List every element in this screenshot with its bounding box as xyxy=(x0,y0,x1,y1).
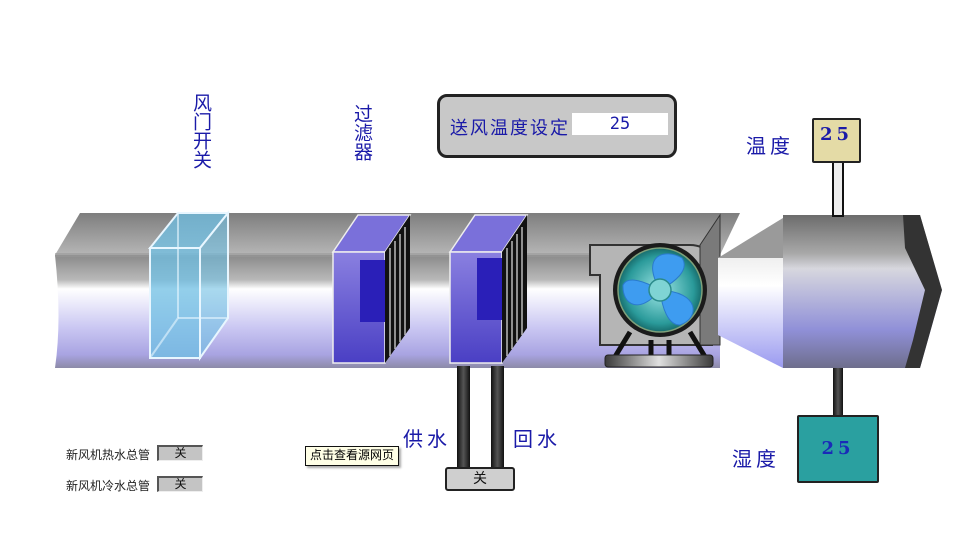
supply-temp-setpoint-panel: 送风温度设定 25 xyxy=(437,94,677,158)
cold-water-main-status[interactable]: 关 xyxy=(157,476,203,492)
humidity-label: 湿度 xyxy=(732,447,780,471)
damper-label: 风门开关 xyxy=(188,93,212,176)
water-valve-button[interactable]: 关 xyxy=(445,467,515,491)
filter-1 xyxy=(331,214,412,364)
water-pipes xyxy=(457,366,504,469)
setpoint-input[interactable]: 25 xyxy=(572,113,668,135)
return-water-label: 回水 xyxy=(513,427,561,451)
damper-label-text: 风门开关 xyxy=(190,93,212,169)
coil-filter xyxy=(448,214,529,364)
temperature-sensor-stem xyxy=(832,161,844,217)
hot-water-main-label: 新风机热水总管 xyxy=(66,448,151,462)
filter-label-text: 过滤器 xyxy=(351,104,373,161)
fan-assembly xyxy=(589,213,721,368)
humidity-display: 25 xyxy=(797,415,879,483)
setpoint-label: 送风温度设定 xyxy=(450,118,570,139)
supply-water-label: 供水 xyxy=(403,427,451,451)
humidity-sensor-stem xyxy=(833,368,843,416)
temperature-label: 温度 xyxy=(746,134,794,158)
hot-water-main-status[interactable]: 关 xyxy=(157,445,203,461)
outlet-section xyxy=(718,215,942,368)
filter-label: 过滤器 xyxy=(349,104,373,168)
damper-box xyxy=(147,210,231,362)
temperature-display: 25 xyxy=(812,118,861,163)
view-source-link[interactable]: 点击查看源网页 xyxy=(305,446,400,466)
cold-water-main-label: 新风机冷水总管 xyxy=(66,479,151,493)
